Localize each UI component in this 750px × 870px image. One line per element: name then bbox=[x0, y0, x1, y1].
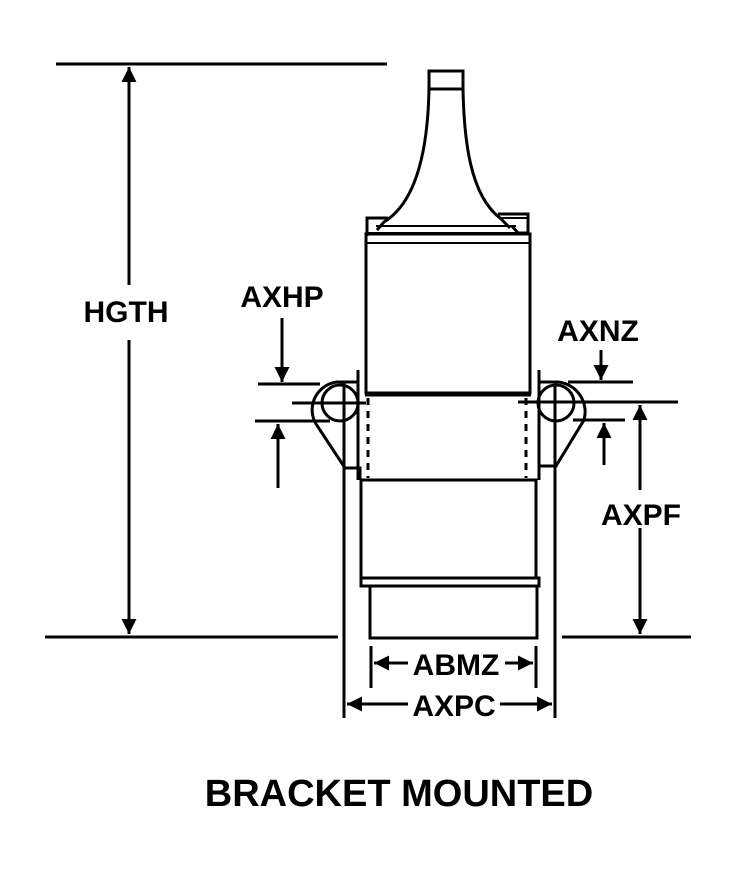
part-body bbox=[359, 69, 541, 640]
left-shoulder bbox=[365, 216, 388, 236]
flared-neck bbox=[375, 88, 512, 231]
axhp-label: AXHP bbox=[240, 281, 323, 314]
lip-flange bbox=[359, 576, 541, 588]
axnz-label: AXNZ bbox=[557, 315, 639, 348]
right-bracket-outline bbox=[540, 380, 587, 468]
hgth-dimension bbox=[45, 62, 387, 639]
upper-body bbox=[364, 232, 532, 395]
axpf-label: AXPF bbox=[601, 499, 681, 532]
drawing-caption: BRACKET MOUNTED bbox=[205, 773, 593, 815]
axpc-label: AXPC bbox=[412, 690, 495, 723]
axpf-dimension bbox=[562, 405, 691, 639]
axhp-dimension bbox=[255, 318, 330, 488]
top-cap bbox=[427, 69, 465, 91]
abmz-label: ABMZ bbox=[413, 649, 500, 682]
abmz-dimension bbox=[369, 646, 538, 688]
base bbox=[368, 587, 539, 640]
right-bracket bbox=[518, 370, 678, 718]
right-shoulder bbox=[498, 212, 530, 235]
axnz-dimension bbox=[568, 350, 633, 465]
lower-body bbox=[359, 478, 538, 580]
left-bracket-outline bbox=[310, 380, 362, 480]
hgth-label: HGTH bbox=[84, 296, 169, 329]
left-bracket bbox=[292, 370, 366, 718]
